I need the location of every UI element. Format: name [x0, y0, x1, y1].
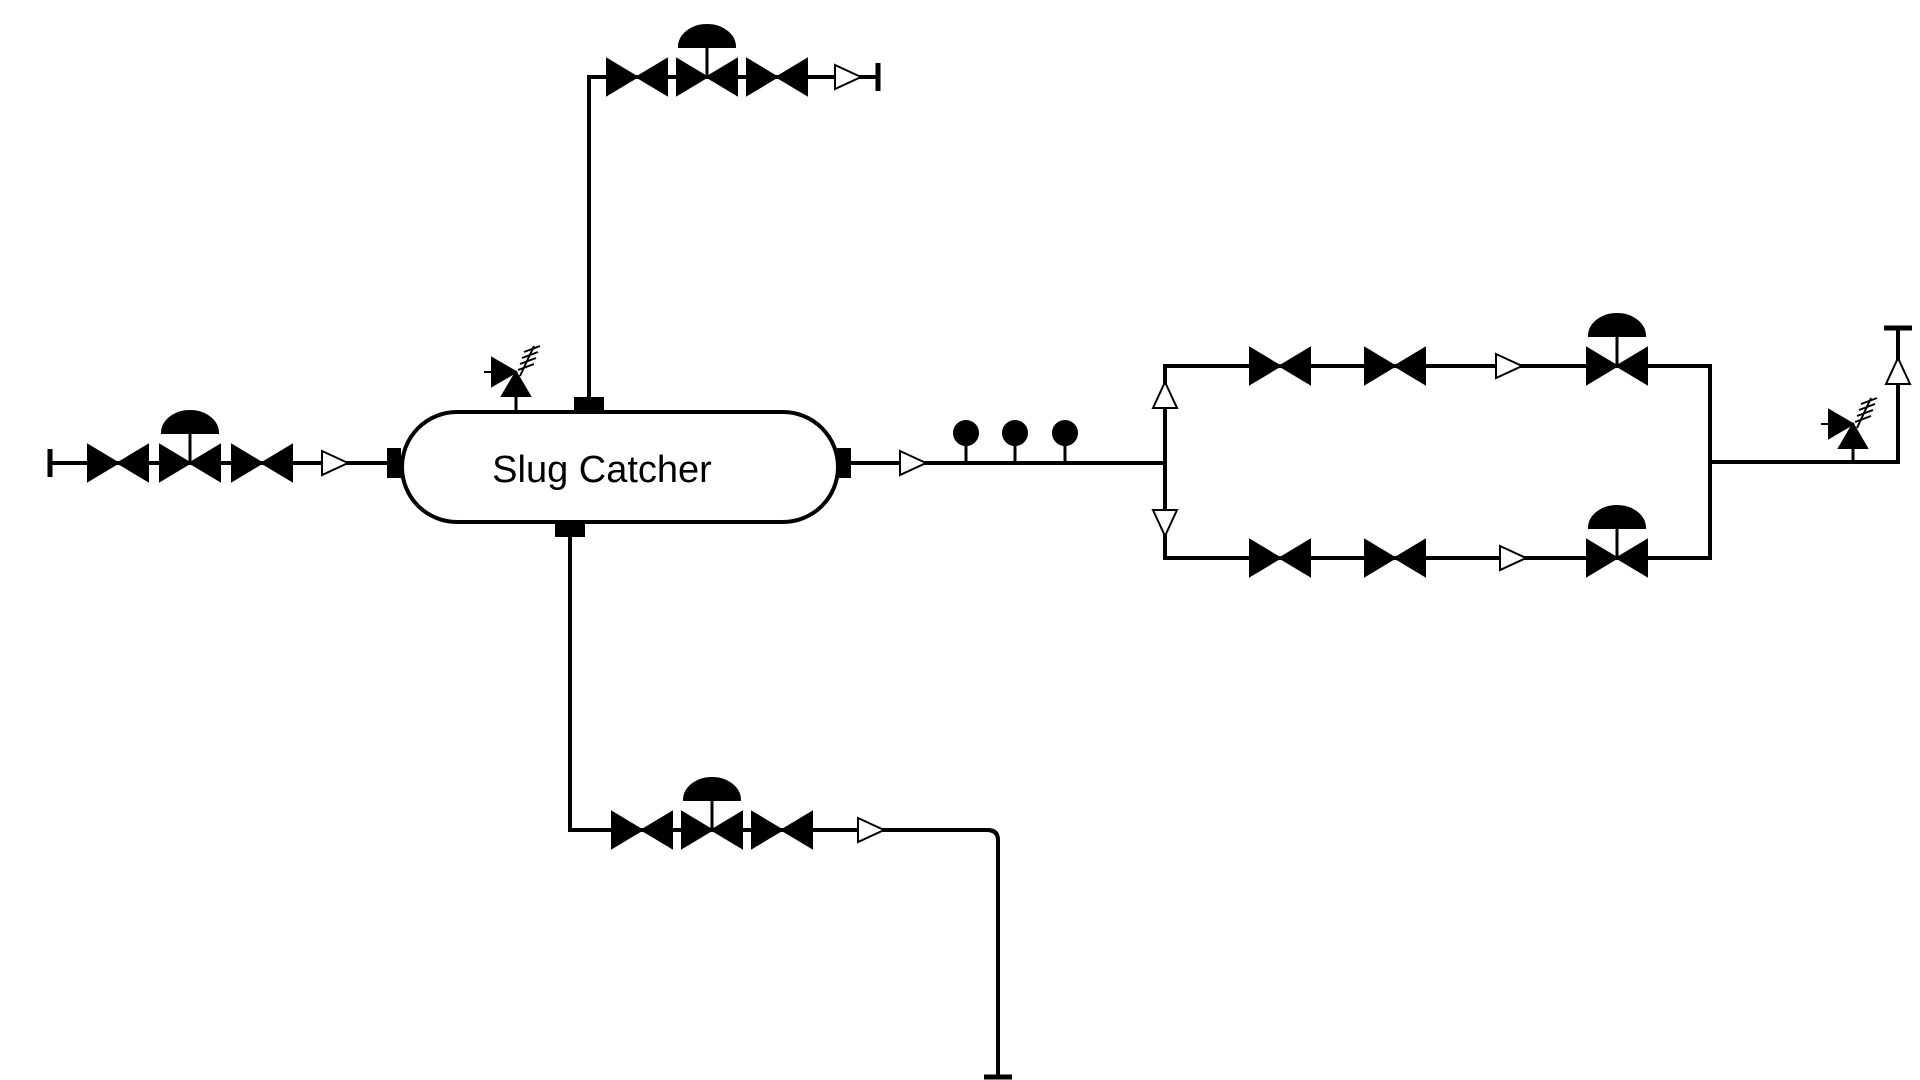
control-valve-icon	[158, 409, 222, 483]
control-valve-icon	[1585, 504, 1649, 578]
top-outlet-line	[587, 23, 878, 400]
export-line	[1708, 325, 1912, 464]
bottom-outlet-line	[568, 534, 1012, 1080]
top-nozzle-icon	[574, 397, 604, 413]
reducer-icon	[899, 450, 927, 476]
reducer-icon	[1885, 357, 1911, 385]
pressure-relief-valve-icon	[482, 344, 542, 412]
nozzle-icon	[387, 448, 401, 478]
reducer-icon	[1152, 381, 1178, 409]
inlet-line	[50, 409, 401, 483]
reducer-icon	[1499, 545, 1527, 571]
gate-valve-icon	[746, 58, 808, 96]
reducer-icon	[1495, 353, 1523, 379]
gate-valve-icon	[1249, 539, 1311, 577]
slug-catcher-label: Slug Catcher	[492, 449, 712, 491]
instrument-bubble-icon	[952, 419, 980, 465]
control-valve-icon	[680, 776, 744, 850]
instrument-bubble-icon	[1001, 419, 1029, 465]
gate-valve-icon	[231, 444, 293, 482]
parallel-branches	[1152, 312, 1712, 578]
pressure-relief-valve-icon	[1819, 396, 1879, 464]
control-valve-icon	[1585, 312, 1649, 386]
reducer-icon	[321, 450, 349, 476]
upper-branch	[1163, 312, 1712, 386]
reducer-icon	[1152, 509, 1178, 537]
reducer-icon	[834, 64, 862, 90]
gas-outlet-line	[848, 419, 1167, 476]
gate-valve-icon	[1364, 539, 1426, 577]
control-valve-icon	[675, 23, 739, 97]
instrument-bubble-icon	[1051, 419, 1079, 465]
lower-branch	[1163, 504, 1712, 578]
gate-valve-icon	[1249, 347, 1311, 385]
gate-valve-icon	[87, 444, 149, 482]
gate-valve-icon	[611, 811, 673, 849]
slug-catcher-vessel: Slug Catcher	[400, 344, 851, 537]
gate-valve-icon	[1364, 347, 1426, 385]
gate-valve-icon	[751, 811, 813, 849]
gate-valve-icon	[606, 58, 668, 96]
bottom-nozzle-icon	[555, 521, 585, 537]
reducer-icon	[857, 817, 885, 843]
